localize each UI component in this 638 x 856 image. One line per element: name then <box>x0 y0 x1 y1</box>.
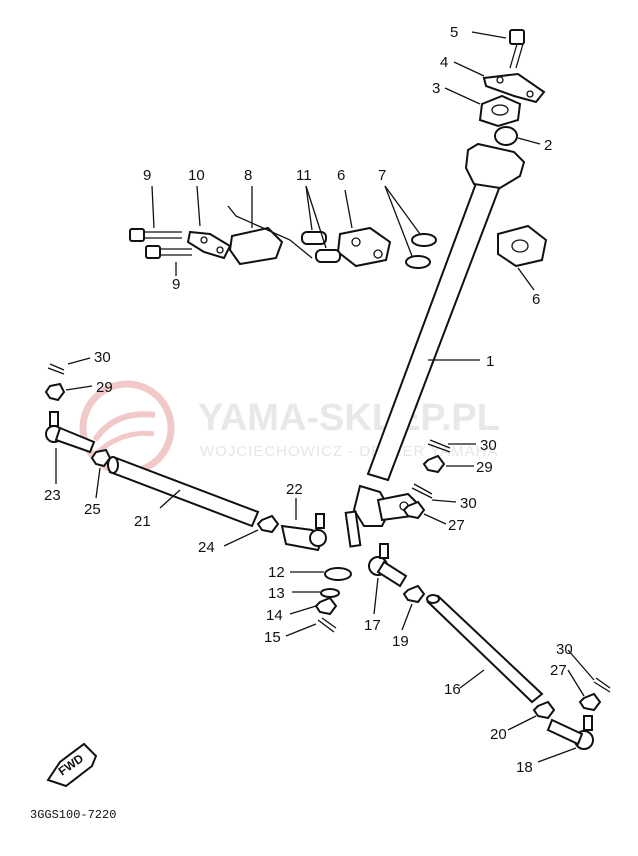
callout-5: 5 <box>450 24 458 41</box>
column-holder-right <box>497 224 548 268</box>
tie-rod-end-outer <box>546 715 594 750</box>
steering-column <box>344 142 526 548</box>
callout-28-left: 29 <box>96 379 113 396</box>
callout-17: 16 <box>444 681 461 698</box>
callout-20: 19 <box>392 633 409 650</box>
bushing <box>494 126 518 146</box>
tie-rod-end-center <box>280 513 327 552</box>
callout-4: 4 <box>440 54 448 71</box>
leader-lines <box>55 31 595 763</box>
nut-28-left <box>44 382 66 402</box>
bolt-short <box>145 245 192 259</box>
callout-6-right: 6 <box>532 291 540 308</box>
watermark-title: YAMA-SKLEP.PL <box>198 397 500 439</box>
cotter-pin-29-outer <box>593 677 611 693</box>
nut-27-right <box>402 500 426 520</box>
bolt-long <box>129 228 182 242</box>
callout-9: 9 <box>172 276 180 293</box>
callout-29-outer: 30 <box>556 641 573 658</box>
forward-arrow-icon: FWD <box>46 742 98 788</box>
watermark-subtitle: WOJCIECHOWICZ - DEALER YAMAHA <box>200 443 498 460</box>
tie-rod-end-left <box>45 411 96 454</box>
nut-25 <box>256 514 280 534</box>
watermark: YAMA-SKLEP.PL WOJCIECHOWICZ - DEALER YAM… <box>79 380 500 476</box>
nut-20 <box>402 584 426 604</box>
nut-28-right <box>422 454 446 474</box>
collars <box>301 231 341 263</box>
bracket <box>227 205 313 266</box>
callout-10: 9 <box>143 167 151 184</box>
washer-13 <box>324 567 352 581</box>
callout-19: 18 <box>516 759 533 776</box>
callout-25: 24 <box>198 539 215 556</box>
callout-18: 17 <box>364 617 381 634</box>
cotter-pin-30-right <box>427 439 451 453</box>
callout-14: 13 <box>268 585 285 602</box>
lock-plate <box>482 72 546 104</box>
cotter-pin-16 <box>317 617 337 633</box>
callout-27-outer: 27 <box>550 662 567 679</box>
cotter-pin-29-right <box>411 483 433 499</box>
nut-27-outer <box>578 692 602 712</box>
callout-labels: 5 4 3 2 1 6 6 7 11 8 10 9 9 30 29 23 25 … <box>44 24 573 776</box>
diagram-code: 3GGS100-7220 <box>30 808 116 822</box>
tie-rod-right <box>426 594 544 704</box>
callout-23: 22 <box>286 481 303 498</box>
callout-7: 7 <box>378 167 386 184</box>
clamp <box>186 230 232 260</box>
callout-8: 8 <box>244 167 252 184</box>
washers <box>405 233 437 269</box>
callout-30-right: 30 <box>480 437 497 454</box>
tie-rod-end-right <box>368 543 408 588</box>
callout-29-right: 30 <box>460 495 477 512</box>
nut-26 <box>90 448 112 468</box>
callout-12: 11 <box>296 167 312 184</box>
collar <box>478 94 522 128</box>
washer-14 <box>320 588 340 598</box>
callout-16: 15 <box>264 629 281 646</box>
cotter-pin-30-left <box>47 363 65 375</box>
column-holder-left <box>336 226 392 268</box>
callout-15: 14 <box>266 607 283 624</box>
callout-11: 10 <box>188 167 205 184</box>
callout-30-left: 30 <box>94 349 111 366</box>
callout-3: 3 <box>432 80 440 97</box>
callout-21: 20 <box>490 726 507 743</box>
callout-6-left: 6 <box>337 167 345 184</box>
callout-22: 21 <box>134 513 151 530</box>
callout-24: 23 <box>44 487 61 504</box>
bolt <box>509 29 525 69</box>
callout-1: 1 <box>486 353 494 370</box>
callout-26: 25 <box>84 501 101 518</box>
callout-27-right: 27 <box>448 517 465 534</box>
callout-28-right: 29 <box>476 459 493 476</box>
callout-13: 12 <box>268 564 285 581</box>
callout-2: 2 <box>544 137 552 154</box>
nut-15 <box>314 596 338 616</box>
nut-21 <box>532 700 556 720</box>
tie-rod-left <box>107 456 260 528</box>
